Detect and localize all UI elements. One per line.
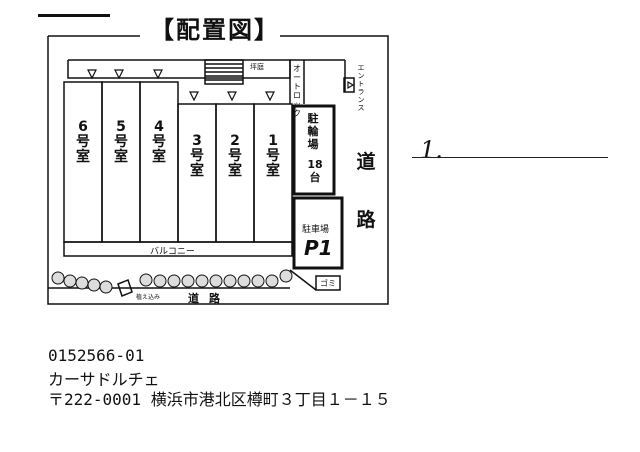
balcony-strip	[63, 241, 293, 257]
autolock-label: オートロック	[293, 64, 301, 118]
road-side-label: 道路	[356, 151, 376, 231]
site-boundary	[47, 35, 389, 305]
room-3-label: 3号室	[190, 133, 204, 179]
header-rule	[38, 14, 110, 17]
road-bottom-label: 道路	[188, 292, 230, 305]
handwritten-note: 1.	[420, 136, 443, 164]
room-2-label: 2号室	[228, 133, 242, 179]
car-parking	[292, 196, 344, 270]
note-underline	[412, 157, 608, 158]
plan-title: 【配置図】	[150, 16, 280, 44]
property-address: 〒222-0001 横浜市港北区樽町３丁目１－１５	[48, 390, 391, 409]
room-5-label: 5号室	[114, 119, 128, 165]
bicycle-parking-count: 18台	[307, 158, 323, 184]
path-label: 坪庭	[250, 63, 264, 71]
planter-label: 植え込み	[136, 294, 161, 301]
bicycle-parking-label: 駐輪場	[307, 112, 319, 151]
garbage-label: ゴミ	[320, 279, 336, 288]
bicycle-parking	[292, 104, 336, 196]
planter	[117, 279, 133, 297]
property-name: カーサドルチェ	[48, 370, 160, 389]
room-4-label: 4号室	[152, 119, 166, 165]
entrance-label: エントランス	[357, 64, 365, 112]
property-code: 0152566-01	[48, 346, 145, 365]
car-parking-id: P1	[304, 236, 333, 260]
car-parking-label: 駐車場	[302, 225, 330, 235]
room-1-label: 1号室	[266, 133, 280, 179]
garbage-box	[315, 275, 341, 291]
balcony-label: バルコニー	[150, 247, 195, 257]
room-6-label: 6号室	[76, 119, 90, 165]
